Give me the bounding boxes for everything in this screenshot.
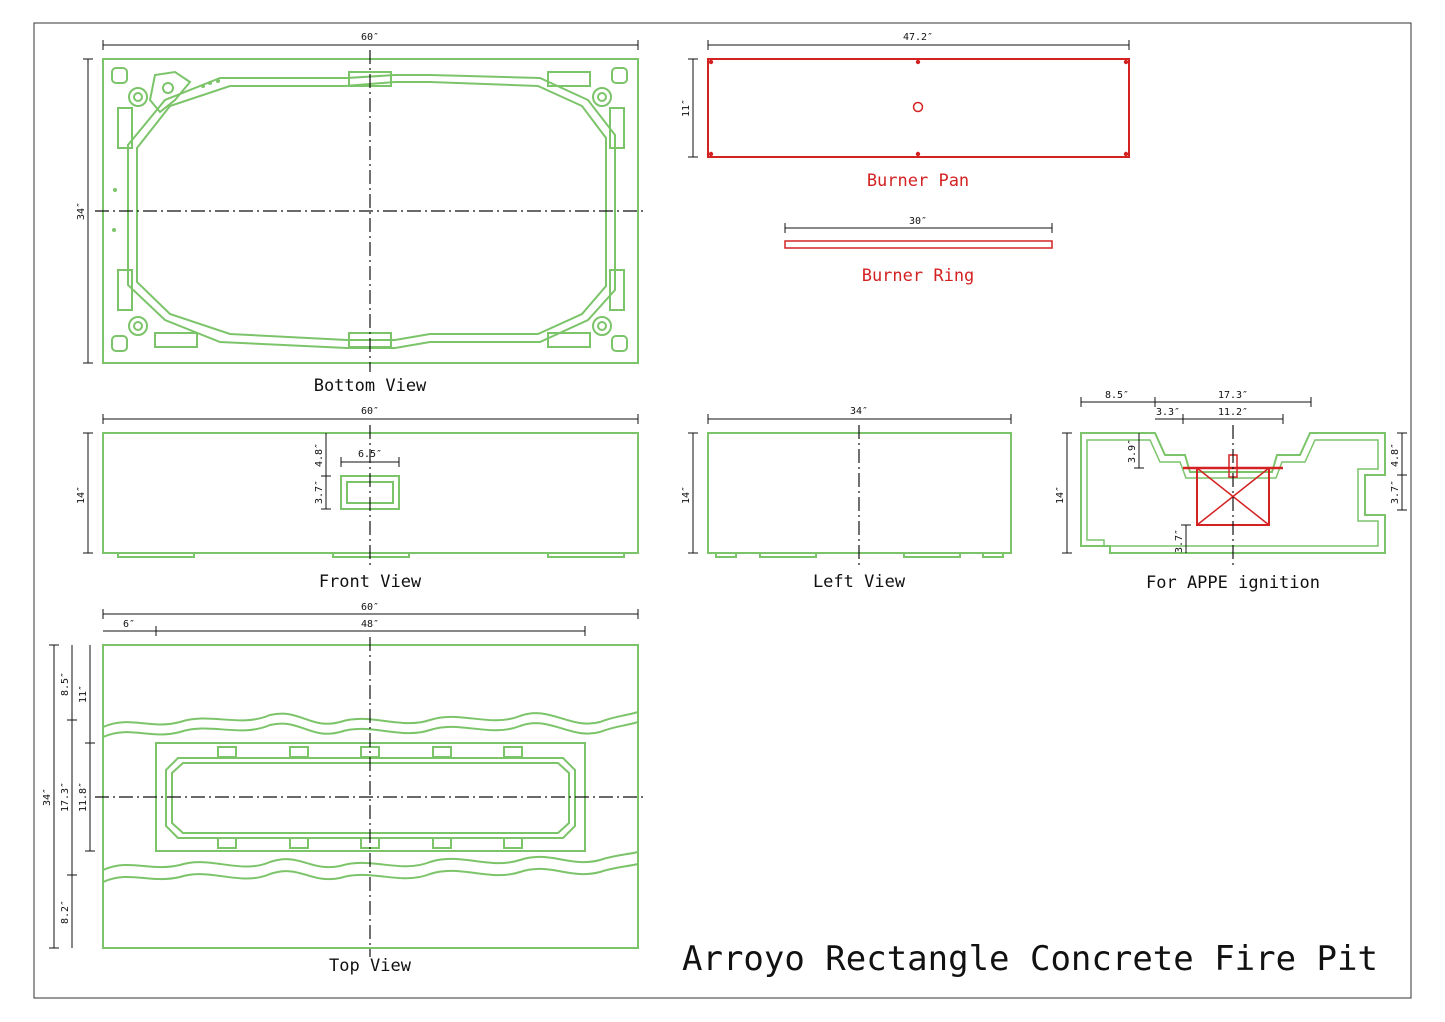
dim-height: 14″ <box>76 486 87 504</box>
view-label: Bottom View <box>314 376 427 396</box>
burner-pan-inlet <box>912 101 924 113</box>
dim-section: 14″ <box>1055 486 1066 504</box>
dim-section: 3.7″ <box>1174 529 1185 553</box>
top-view: 60″ 6″ 48″ 34″ 8.5″ 17.3″ 8.2″ 11″ 11.8″… <box>42 602 645 976</box>
dim-h-d: 11.8″ <box>78 782 89 812</box>
valve-knob <box>162 82 174 94</box>
dot <box>112 228 116 232</box>
bolt-hole <box>592 87 612 107</box>
dim-h-b: 11″ <box>78 685 89 703</box>
left-view: 34″ 14″ Left View <box>681 406 1012 592</box>
dim-height: 11″ <box>681 99 692 117</box>
view-label: Top View <box>329 956 412 976</box>
dim-section: 17.3″ <box>1218 390 1248 401</box>
dim-width: 30″ <box>909 216 927 227</box>
dim-h-e: 8.2″ <box>60 900 71 924</box>
dim-width: 60″ <box>361 602 379 613</box>
slot <box>117 269 133 311</box>
section-inner <box>1086 439 1379 547</box>
corner-foot <box>611 335 628 352</box>
bottom-view-inner-outline-2 <box>136 81 607 341</box>
bolt-hole <box>133 92 143 102</box>
bottom-view: 60″ 34″ Bottom View <box>76 32 645 396</box>
part-label: Burner Pan <box>867 171 969 191</box>
corner-foot <box>111 67 128 84</box>
dim-section: 4.8″ <box>1390 443 1401 467</box>
dim-section: 8.5″ <box>1105 390 1129 401</box>
slot <box>547 332 591 348</box>
dim-total-height: 34″ <box>42 788 53 806</box>
bolt-hole <box>597 321 607 331</box>
dim-width: 47.2″ <box>903 32 933 43</box>
burner-ring-outline <box>784 240 1053 249</box>
slot <box>547 71 591 87</box>
burner-ring: 30″ Burner Ring <box>784 216 1053 286</box>
dim-h-c: 17.3″ <box>60 782 71 812</box>
section-outline <box>1080 432 1386 554</box>
slot <box>117 107 133 149</box>
dim-inner-width: 48″ <box>361 619 379 630</box>
bolt-hole <box>128 316 148 336</box>
dim-opening-width: 6.5″ <box>358 449 382 460</box>
slot <box>154 332 198 348</box>
dim-width: 60″ <box>361 406 379 417</box>
valve-housing <box>148 70 192 114</box>
sheet-border <box>33 22 1412 999</box>
front-view: 60″ 14″ 6.5″ 4.8″ 3.7″ Front View <box>76 406 639 592</box>
dot <box>113 188 117 192</box>
dim-width: 60″ <box>361 32 379 43</box>
dim-left-offset: 6″ <box>123 619 135 630</box>
section-view: 8.5″ 17.3″ 3.3″ 11.2″ 3.9″ 14″ 3.7″ 4.8″… <box>1055 390 1407 593</box>
dim-height: 34″ <box>76 202 87 220</box>
dim-section: 11.2″ <box>1218 407 1248 418</box>
bolt-hole <box>592 316 612 336</box>
top-view-edge <box>102 711 639 728</box>
view-label: For APPE ignition <box>1146 573 1320 593</box>
dot <box>208 81 212 85</box>
dim-section: 3.7″ <box>1390 480 1401 504</box>
dot <box>201 84 205 88</box>
dim-h-a: 8.5″ <box>60 672 71 696</box>
bottom-view-inner-outline <box>127 74 616 349</box>
corner-foot <box>111 335 128 352</box>
bolt-hole <box>597 92 607 102</box>
part-label: Burner Ring <box>862 266 975 286</box>
bolt-hole <box>128 87 148 107</box>
dot <box>216 79 220 83</box>
burner-pan: 47.2″ 11″ Burner Pan <box>681 32 1130 191</box>
slot <box>609 107 625 149</box>
dim-opening-top: 4.8″ <box>314 443 325 467</box>
dim-opening-height: 3.7″ <box>314 480 325 504</box>
view-label: Front View <box>319 572 422 592</box>
dim-height: 14″ <box>681 486 692 504</box>
view-label: Left View <box>813 572 906 592</box>
dim-section: 3.3″ <box>1156 407 1180 418</box>
burner-pan-outline <box>707 58 1130 158</box>
slot <box>609 269 625 311</box>
bolt-hole <box>133 321 143 331</box>
dim-section: 3.9″ <box>1127 439 1138 463</box>
corner-foot <box>611 67 628 84</box>
drawing-title: Arroyo Rectangle Concrete Fire Pit <box>682 939 1378 979</box>
dim-width: 34″ <box>850 406 868 417</box>
